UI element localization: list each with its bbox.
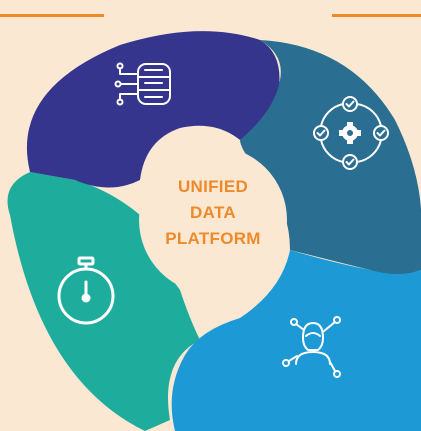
accent-line-right [332, 14, 421, 17]
gear-with-checks-icon [313, 96, 389, 170]
segment-bottom-right [171, 250, 421, 431]
stopwatch-icon [57, 256, 115, 325]
database-icon [114, 62, 171, 106]
center-title-line-3: PLATFORM [165, 229, 261, 248]
center-title-line-1: UNIFIED [177, 177, 249, 196]
segment-top-left [26, 31, 280, 188]
center-title: UNIFIED DATA PLATFORM [150, 174, 276, 252]
user-network-icon [282, 316, 341, 378]
center-title-line-2: DATA [190, 203, 236, 222]
center-circle [139, 146, 287, 294]
segment-bottom-left [7, 172, 200, 431]
accent-line-left [0, 14, 104, 17]
